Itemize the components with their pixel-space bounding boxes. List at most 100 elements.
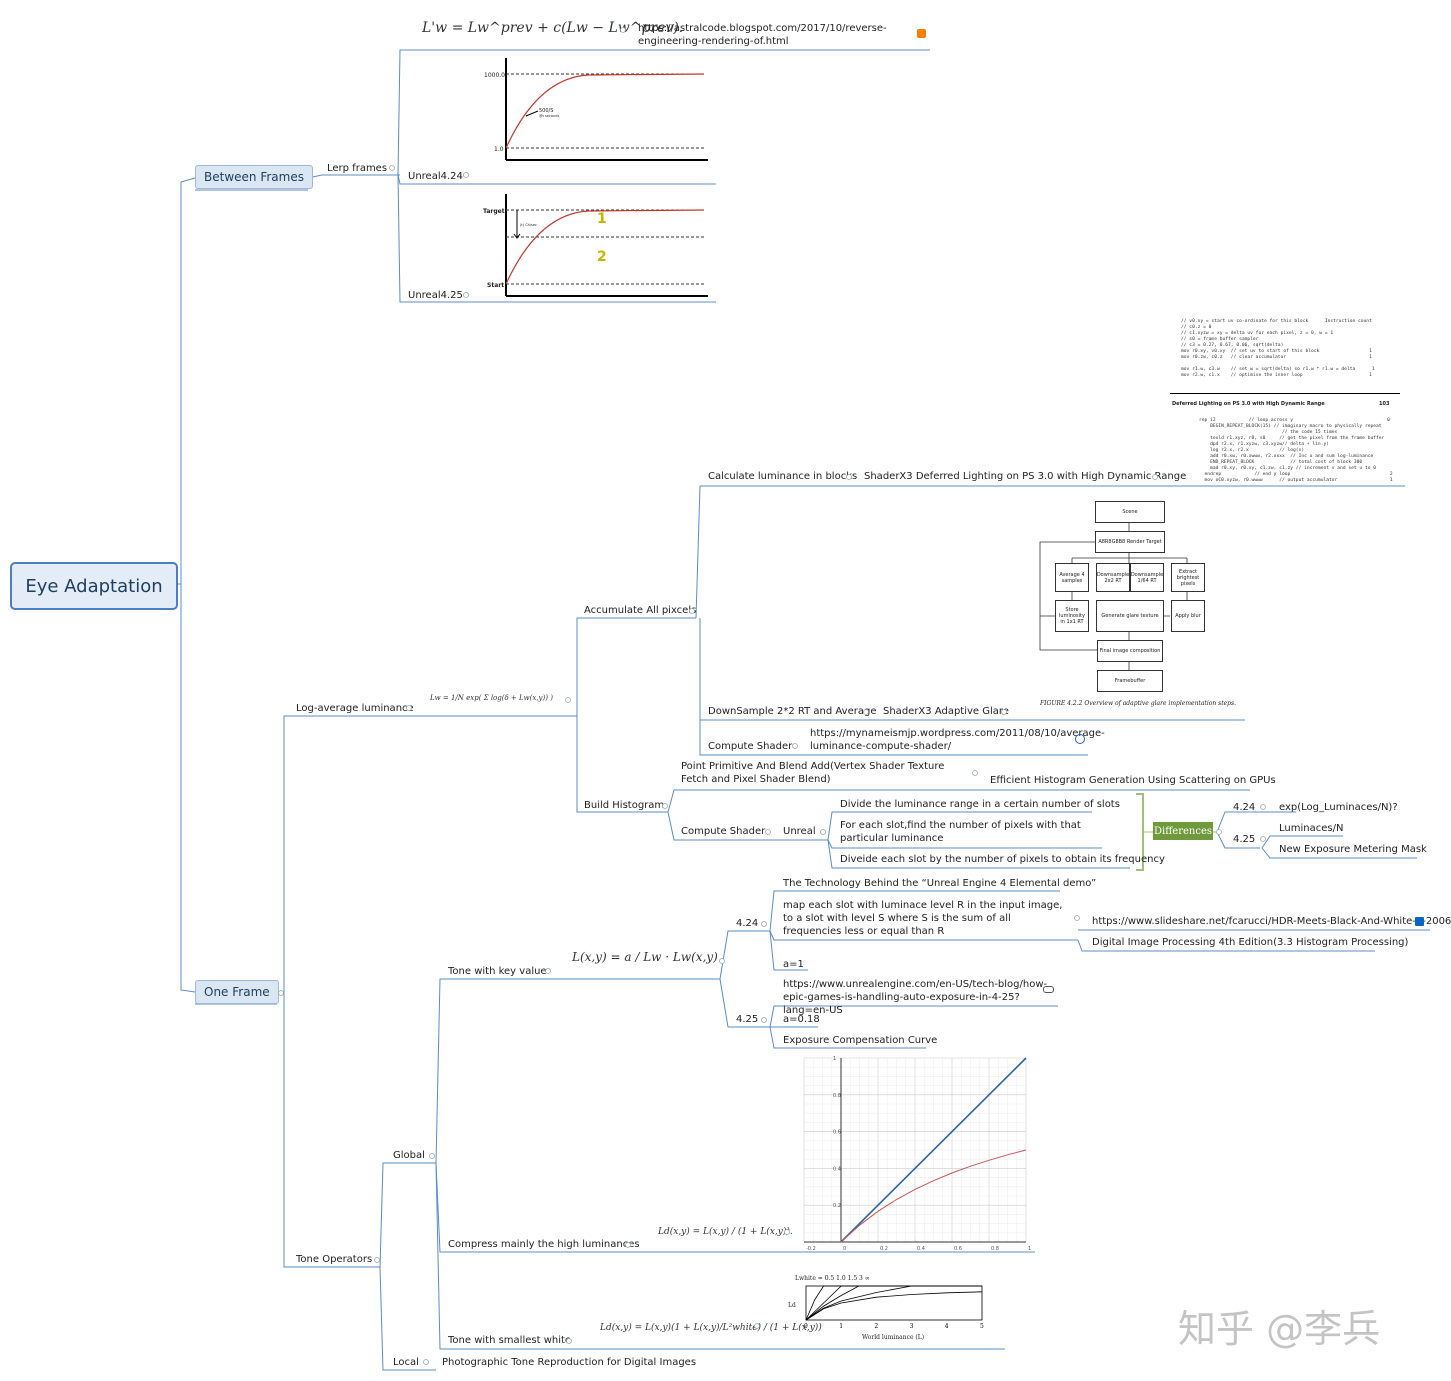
figure-caption: FIGURE 4.2.2 Overview of adaptive glare … [1040, 700, 1237, 707]
blogger-icon [917, 29, 926, 38]
flow-store: Store luminosity in 1x1 RT [1055, 600, 1089, 632]
linkedin-icon [1415, 917, 1424, 926]
x-tick-label: 0.6 [954, 1246, 962, 1252]
wordpress-icon [1075, 734, 1085, 744]
key-424-node[interactable]: 4.24 [736, 918, 759, 929]
x-tick-label: 2 [874, 1323, 878, 1330]
diff-424-value[interactable]: exp(Log_Luminaces/N)? [1279, 802, 1398, 813]
code-header: Deferred Lighting on PS 3.0 with High Dy… [1172, 401, 1325, 407]
flow-framebuffer: Framebuffer [1097, 670, 1163, 692]
histogram-equalization-node[interactable]: map each slot with luminace level R in t… [783, 900, 1063, 937]
root-label: Eye Adaptation [25, 575, 163, 597]
y-tick-label: 0.2 [833, 1203, 841, 1209]
diff-425-node[interactable]: 4.25 [1233, 834, 1256, 845]
graph2-label-2: 2 [597, 249, 607, 265]
link-icon [1043, 986, 1054, 993]
flow-glare: Generate glare texture [1096, 600, 1164, 632]
flow-downsample-2x2: Downsample 2x2 RT [1096, 563, 1130, 592]
x-tick-label: 5 [980, 1323, 984, 1330]
root-node[interactable]: Eye Adaptation [10, 562, 178, 610]
x-tick-label: -0.2 [806, 1246, 816, 1252]
epic-link[interactable]: https://www.unrealengine.com/en-US/tech-… [783, 979, 1048, 1016]
differences-badge[interactable]: Differences [1153, 822, 1213, 840]
key-425-node[interactable]: 4.25 [736, 1014, 759, 1025]
flow-extract: Extract brightest pixels [1171, 563, 1205, 592]
x-tick-label: 1 [839, 1323, 843, 1330]
x-tick-label: 0.8 [991, 1246, 999, 1252]
unreal-node[interactable]: Unreal [783, 826, 816, 837]
log-average-formula: Lw = 1/N exp( Σ log(δ + Lw(x,y)) ) [430, 694, 553, 702]
white-chart-header: Lwhite = 0.5 1.0 1.5 3 ∞ [795, 1275, 870, 1282]
unreal425-lerp-graph [505, 194, 708, 297]
x-tick-label: 0 [843, 1246, 846, 1252]
unreal425-node[interactable]: Unreal4.25 [408, 290, 463, 301]
exposure-curve-node[interactable]: Exposure Compensation Curve [783, 1035, 938, 1046]
diff-425-mask[interactable]: New Exposure Metering Mask [1279, 844, 1427, 855]
flow-downsample-64: Downsample 1/64 RT [1130, 563, 1164, 592]
series-line [805, 1285, 982, 1321]
code-header-rule [1170, 393, 1400, 394]
series-line [840, 1149, 1027, 1243]
histogram-step2[interactable]: For each slot,find the number of pixels … [840, 820, 1081, 844]
flow-average: Average 4 samples [1055, 563, 1089, 592]
histogram-step1[interactable]: Divide the luminance range in a certain … [840, 799, 1120, 810]
watermark: 知乎 @李兵 [1178, 1307, 1381, 1351]
graph1-ytop: 1000.0 [484, 72, 505, 79]
one-frame-node[interactable]: One Frame [195, 980, 279, 1004]
smallest-white-formula: Ld(x,y) = L(x,y)(1 + L(x,y)/L²white) / (… [600, 1323, 822, 1333]
histogram-step3[interactable]: Diveide each slot by the number of pixel… [840, 854, 1165, 865]
compress-node[interactable]: Compress mainly the high luminances [448, 1239, 640, 1250]
flow-blur: Apply blur [1171, 600, 1205, 632]
diff-424-node[interactable]: 4.24 [1233, 802, 1256, 813]
unreal424-node[interactable]: Unreal4.24 [408, 171, 463, 182]
graph2-start: Start [487, 282, 505, 289]
series-line [805, 1285, 982, 1321]
local-node[interactable]: Local [393, 1357, 419, 1368]
point-primitive-node[interactable]: Point Primitive And Blend Add(Vertex Sha… [681, 761, 945, 785]
y-tick-label: 0.6 [833, 1130, 841, 1136]
lerp-formula: L'w = Lw^prev + c(Lw − Lw^prev). [422, 20, 684, 36]
unreal424-lerp-graph [505, 58, 708, 161]
downsample-node[interactable]: DownSample 2*2 RT and Average [708, 706, 877, 717]
histogram-compute-shader-node[interactable]: Compute Shader [681, 826, 766, 837]
series-line [805, 1285, 982, 1321]
x-tick-label: 0 [804, 1323, 808, 1330]
astralcode-link[interactable]: https://astralcode.blogspot.com/2017/10/… [638, 23, 887, 47]
slideshare-link[interactable]: https://www.slideshare.net/fcarucci/HDR-… [1092, 916, 1451, 927]
accumulate-node[interactable]: Accumulate All pixcels [584, 605, 697, 616]
graph2-target: Target [483, 208, 505, 215]
x-tick-label: 3 [910, 1323, 914, 1330]
global-node[interactable]: Global [393, 1150, 425, 1161]
y-tick-label: 0.8 [833, 1093, 841, 1099]
y-tick-label: 1 [833, 1056, 836, 1062]
diff-425-luminaces[interactable]: Luminaces/N [1279, 823, 1344, 834]
plot-frame [805, 1285, 983, 1321]
calc-blocks-node[interactable]: Calculate luminance in blocks [708, 471, 858, 482]
series-line [805, 1285, 982, 1321]
white-chart-xlabel: World luminance (L) [862, 1334, 925, 1341]
dip-reference[interactable]: Digital Image Processing 4th Edition(3.3… [1092, 937, 1409, 948]
a-425-node[interactable]: a=0.18 [783, 1014, 820, 1025]
graph1-note: 500/S [539, 108, 554, 114]
compute-shader-node[interactable]: Compute Shader [708, 741, 793, 752]
graph2-label-1: 1 [597, 211, 607, 227]
smallest-white-node[interactable]: Tone with smallest white [448, 1335, 572, 1346]
elemental-demo-node[interactable]: The Technology Behind the “Unreal Engine… [783, 878, 1097, 889]
flow-scene: Scene [1095, 501, 1165, 523]
key-value-node[interactable]: Tone with key value [448, 966, 547, 977]
shaderx3-glare-node[interactable]: ShaderX3 Adaptive Glare [883, 706, 1009, 717]
build-histogram-node[interactable]: Build Histogram [584, 800, 665, 811]
graph2-note: (t) Ch/sec [520, 223, 537, 227]
log-average-node[interactable]: Log-average luminance [296, 703, 414, 714]
shaderx3-deferred-node[interactable]: ShaderX3 Deferred Lighting on PS 3.0 wit… [864, 471, 1187, 482]
mjp-link[interactable]: https://mynameismjp.wordpress.com/2011/0… [810, 728, 1105, 752]
lerp-frames-node[interactable]: Lerp frames [327, 163, 388, 174]
efficient-histogram-node[interactable]: Efficient Histogram Generation Using Sca… [990, 775, 1276, 786]
a-424-node[interactable]: a=1 [783, 959, 804, 970]
x-tick-label: 0.4 [917, 1246, 925, 1252]
tone-operators-node[interactable]: Tone Operators [296, 1254, 373, 1265]
local-reference[interactable]: Photographic Tone Reproduction for Digit… [442, 1357, 697, 1368]
between-frames-node[interactable]: Between Frames [195, 165, 313, 189]
